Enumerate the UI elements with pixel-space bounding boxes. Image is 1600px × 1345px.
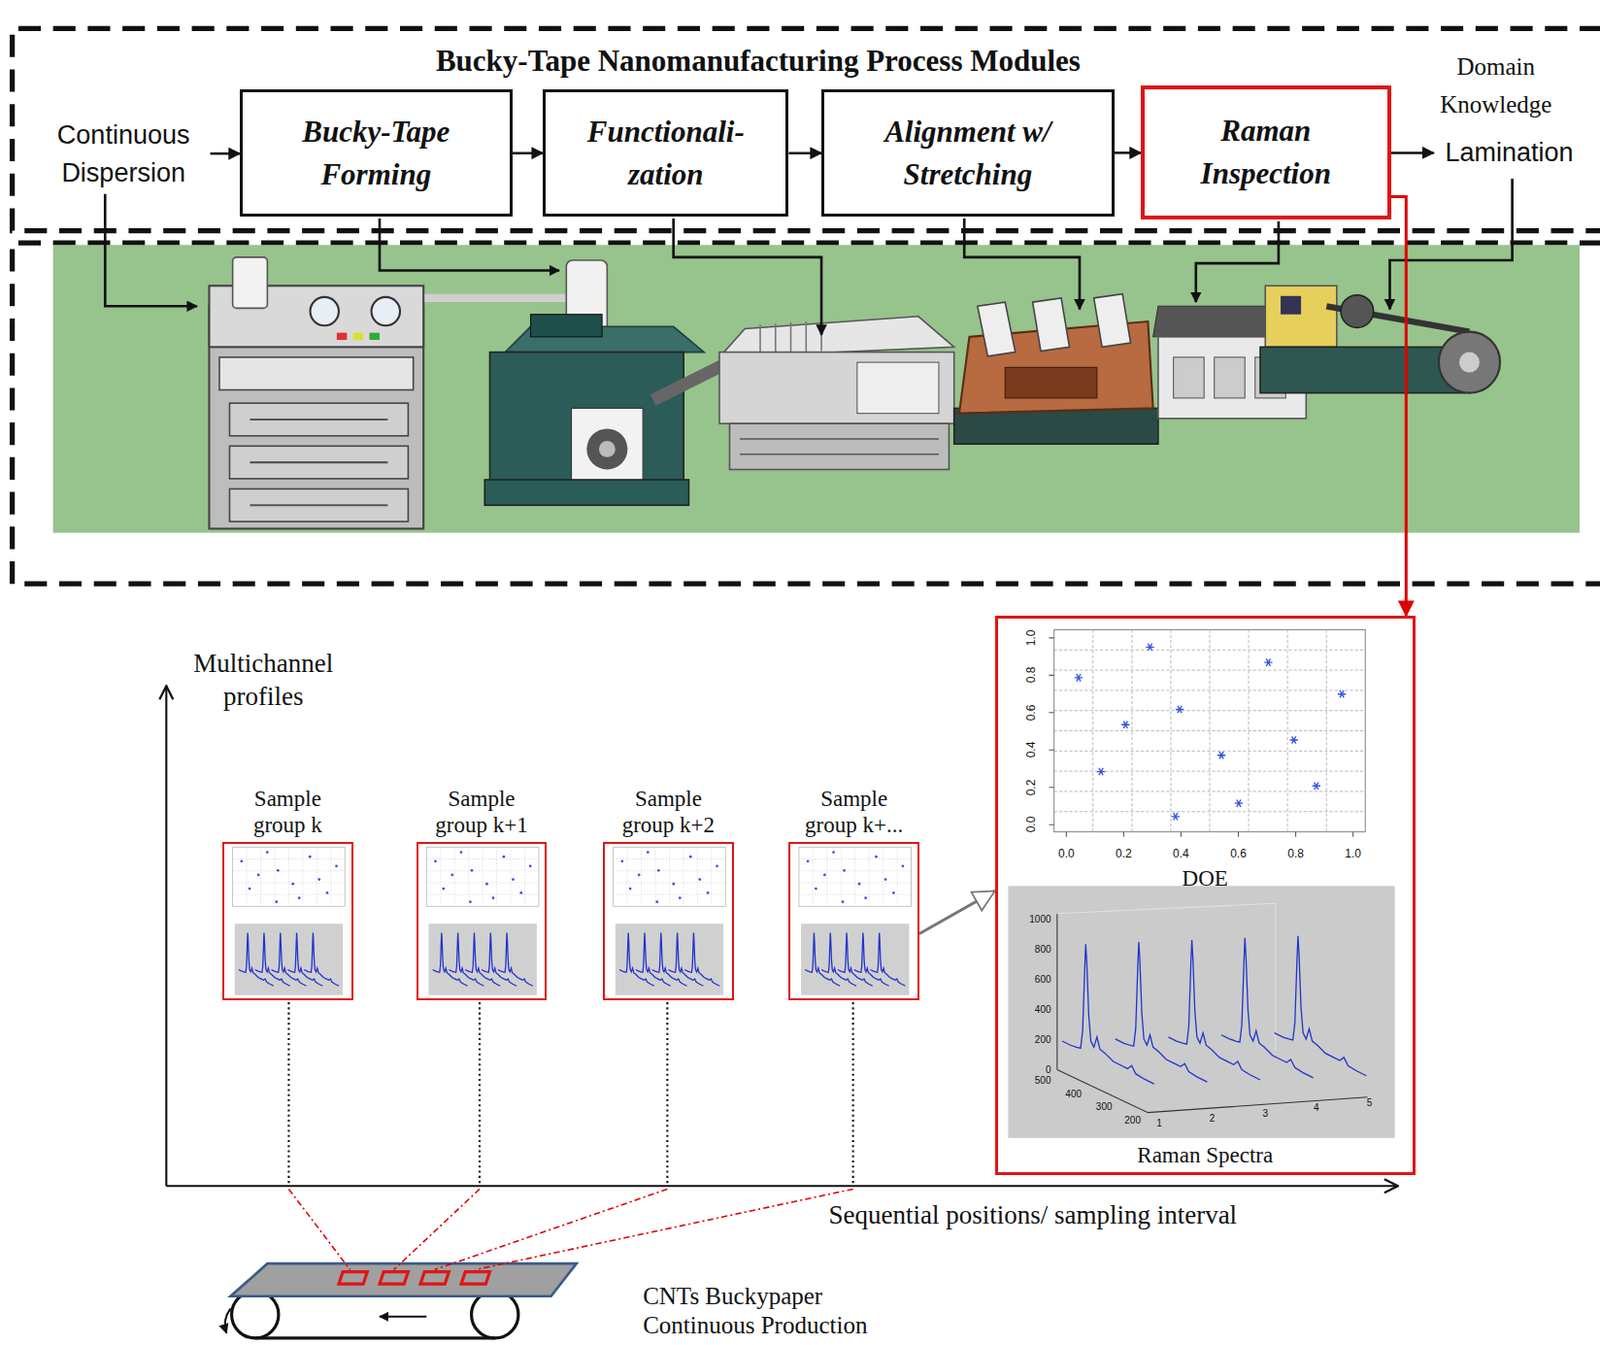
- box-label: Raman Inspection: [1173, 109, 1359, 196]
- axis-tick-label: 600: [1034, 972, 1052, 986]
- annotation-label: Domain Knowledge: [1418, 47, 1574, 124]
- process-box: Functionali- zation: [542, 89, 789, 216]
- axis-tick-label: 2: [1209, 1110, 1216, 1124]
- axis-tick-label: 3: [1262, 1105, 1268, 1119]
- conveyor: [225, 1263, 577, 1338]
- group-heading: Sample group k+2: [610, 785, 726, 838]
- flow-arrow: [1391, 151, 1434, 155]
- axis-tick-label: 0.4: [1023, 741, 1038, 759]
- axis-tick-label: 0.6: [1230, 845, 1247, 861]
- flow-arrow: [210, 152, 240, 156]
- axis-tick-label: 1: [1156, 1116, 1163, 1130]
- box-label: Functionali- zation: [568, 110, 764, 197]
- sample-leader: [288, 1188, 853, 1269]
- axis-tick-label: 4: [1313, 1100, 1320, 1114]
- flow-arrow: [1114, 151, 1141, 155]
- dashed-frame: [12, 28, 1600, 231]
- group-heading: Sample group k+1: [424, 785, 539, 838]
- position-leader: [288, 1001, 853, 1184]
- sample-group-box: Sample group k: [222, 841, 354, 1000]
- process-box: Bucky-Tape Forming: [239, 89, 513, 216]
- annotation-label: CNTs Buckypaper Continuous Production: [642, 1281, 915, 1340]
- box-label: Raman Spectra: [1136, 1140, 1273, 1167]
- sample-group-box: Sample group k+2: [602, 841, 734, 1000]
- raman-plot: [1007, 885, 1395, 1138]
- axis-tick-label: 400: [1034, 1002, 1052, 1016]
- sample-plots: [233, 846, 912, 995]
- axis-tick-label: 1.0: [1023, 630, 1038, 647]
- box-label: Continuous Dispersion: [36, 116, 211, 193]
- sample-group-box: Sample group k+...: [788, 841, 920, 1000]
- axis-tick-label: 300: [1096, 1100, 1113, 1113]
- axis-tick-label: 200: [1124, 1112, 1141, 1126]
- machine-ground: [53, 244, 1580, 533]
- axis-tick-label: 0: [1045, 1063, 1052, 1076]
- process-step-text: Lamination: [1433, 133, 1586, 174]
- axis-tick-label: 1000: [1029, 911, 1051, 925]
- axis-tick-label: 0.8: [1287, 845, 1304, 861]
- flow-arrow: [788, 151, 822, 155]
- axis-tick-label: 0.6: [1023, 703, 1038, 721]
- process-step-text: Continuous Dispersion: [36, 114, 211, 195]
- group-heading: Sample group k+...: [797, 785, 912, 838]
- box-label: DOE: [1182, 864, 1229, 891]
- axis-tick-label: 200: [1034, 1033, 1052, 1046]
- doe-plot: [1048, 629, 1366, 836]
- axis-tick-label: 800: [1034, 942, 1052, 956]
- axis-tick-label: 0.0: [1023, 816, 1038, 834]
- axis-tick-label: 400: [1065, 1086, 1082, 1100]
- module-pointer: [104, 178, 1512, 335]
- axis-tick-label: 0.8: [1023, 666, 1038, 684]
- sample-group-box: Sample group k+1: [416, 841, 548, 1000]
- inspection-detail-panel: DOE Raman Spectra: [995, 615, 1416, 1175]
- box-label: Alignment w/ Stretching: [861, 110, 1075, 197]
- flow-arrow: [512, 151, 544, 155]
- inspection-box: Raman Inspection: [1140, 85, 1392, 220]
- axis-tick-label: 0.0: [1058, 845, 1075, 861]
- axis-tick-label: 0.4: [1172, 845, 1190, 861]
- dashed-frame: [12, 242, 1600, 584]
- flow-arrow: [919, 890, 996, 934]
- process-box: Alignment w/ Stretching: [821, 89, 1115, 216]
- annotation-label: Multichannel profiles: [175, 646, 351, 713]
- group-heading: Sample group k: [230, 785, 345, 838]
- axis-tick-label: 1.0: [1344, 845, 1362, 861]
- axis-tick-label: 5: [1366, 1096, 1373, 1109]
- axis-tick-label: 0.2: [1023, 778, 1038, 796]
- box-label: Lamination: [1444, 133, 1573, 172]
- box-label: Bucky-Tape Forming: [278, 110, 473, 197]
- diagram-title: Bucky-Tape Nanomanufacturing Process Mod…: [435, 42, 1081, 80]
- annotation-label: Sequential positions/ sampling interval: [828, 1198, 1237, 1232]
- machine-line: [208, 257, 1500, 530]
- axis-tick-label: 500: [1034, 1072, 1052, 1086]
- axis-tick-label: 0.2: [1115, 845, 1133, 861]
- flow-arrow: [1391, 197, 1407, 616]
